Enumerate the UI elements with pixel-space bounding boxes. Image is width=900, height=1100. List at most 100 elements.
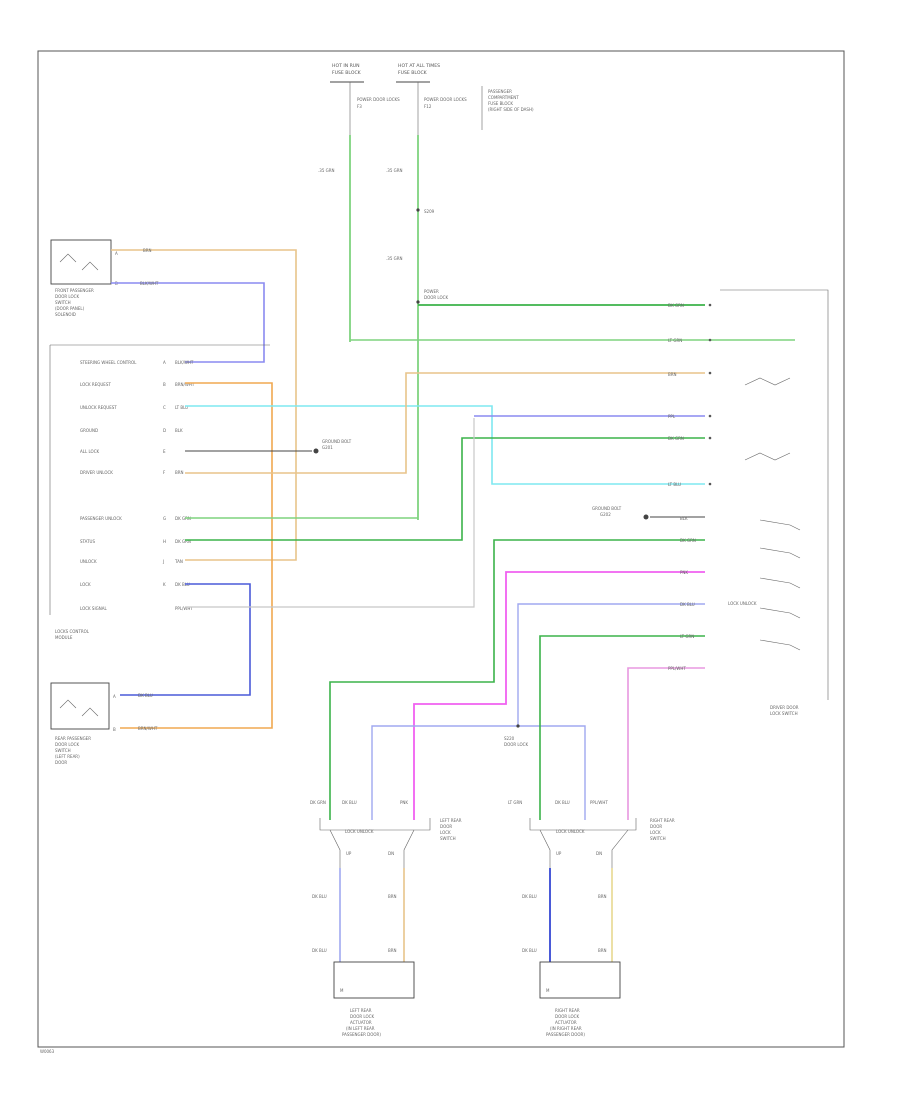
- fuse-right-mid-label: FUSE BLOCK: [398, 70, 428, 76]
- lcm-label-1: STEERING WHEEL CONTROL: [80, 360, 137, 365]
- lcm-wire-1: BLK/WHT: [175, 360, 194, 365]
- left-rear-label-2: DOOR: [440, 824, 452, 829]
- rear-pass-label-1: REAR PASSENGER: [55, 736, 91, 741]
- wire-label-dn-4: LT GRN: [680, 634, 694, 639]
- rr-top-wire-1: LT GRN: [508, 800, 522, 805]
- left-rear-label-3: LOCK: [440, 830, 451, 835]
- right-rear-label-2: DOOR: [650, 824, 662, 829]
- rear-pass-label-5: DOOR: [55, 760, 67, 765]
- ground-bolt-icon-2: [643, 514, 649, 520]
- rr-switch-label: LOCK UNLOCK: [556, 829, 585, 834]
- lcm-label-4: GROUND: [80, 428, 98, 433]
- driver-door-label-2: LOCK SWITCH: [770, 711, 798, 716]
- lcm-label-7: PASSENGER UNLOCK: [80, 516, 122, 521]
- wire-label-r-ltblu: LT BLU: [668, 482, 681, 487]
- rr-actuator-box: [539, 961, 621, 999]
- wire-green-rear-right: [539, 635, 705, 820]
- rr-top-wire-2: DK BLU: [555, 800, 570, 805]
- lr-wire-r2: BRN: [388, 948, 397, 953]
- left-rear-label-1: LEFT REAR: [440, 818, 462, 823]
- wire-label-dkgrn-r1: DK GRN: [668, 303, 684, 308]
- wire-orange-b: [120, 382, 273, 729]
- dds-contact-2: [759, 547, 801, 559]
- dds-contact-5: [759, 639, 801, 651]
- wire-label-dn-5: PPL/WHT: [668, 666, 686, 671]
- splice-dot-3: [516, 724, 520, 728]
- ground-label-1: GROUND BOLT: [322, 439, 352, 444]
- lcm-pin-b: B: [163, 382, 166, 387]
- fuse-left-mid-label: FUSE BLOCK: [332, 70, 362, 76]
- lcm-label-5: ALL LOCK: [80, 449, 99, 454]
- fuse-note-4: (RIGHT SIDE OF DASH): [488, 107, 534, 112]
- lcm-label-9: UNLOCK: [80, 559, 97, 564]
- lr-act-label-4: (IN LEFT REAR: [346, 1026, 375, 1031]
- ground-bolt-icon: [313, 448, 319, 454]
- fuse-left-fuse: POWER DOOR LOCKS: [357, 97, 400, 102]
- lcm-pin-j: J: [162, 559, 164, 564]
- dds-lock-unlock: LOCK UNLOCK: [728, 601, 757, 606]
- wire-green-rear-left: [329, 539, 705, 820]
- wire-tan-front-pass: [111, 249, 297, 561]
- front-pass-label-3: SWITCH: [55, 300, 71, 305]
- rr-switch-arm-1: [539, 829, 551, 868]
- wire-green-h: [185, 437, 705, 541]
- rr-act-label-1: RIGHT REAR: [555, 1008, 580, 1013]
- lr-actuator-box: [333, 961, 415, 999]
- lcm-pin-g: G: [163, 516, 166, 521]
- rr-act-label-5: PASSENGER DOOR): [546, 1032, 585, 1037]
- front-pass-label-2: DOOR LOCK: [55, 294, 79, 299]
- rr-motor-icon: M: [546, 988, 550, 993]
- jb-label-2: DOOR LOCK: [424, 295, 448, 300]
- wire-pink-rear-right: [627, 667, 705, 820]
- dds-pin-3: [708, 371, 712, 375]
- splice-label-3b: DOOR LOCK: [504, 742, 528, 747]
- rr-sw-dn: DN: [596, 851, 602, 856]
- dds-switch-symbol-2: [744, 452, 791, 461]
- dds-pin-2: [708, 338, 712, 342]
- lr-switch-arm-2: [403, 829, 415, 868]
- driver-door-switch-bracket: [720, 289, 829, 700]
- lcm-pin-f: F: [163, 470, 166, 475]
- fuse-right-top-label: HOT AT ALL TIMES: [398, 63, 440, 69]
- rear-pass-switch-symbol-2: [81, 707, 99, 717]
- lr-top-wire-2: DK BLU: [342, 800, 357, 805]
- lcm-wire-2: BRN/WHT: [175, 382, 195, 387]
- lr-switch-arm-1: [329, 829, 341, 868]
- lcm-title-2: MODULE: [55, 635, 73, 640]
- dds-contact-3: [759, 577, 801, 589]
- splice-label-1: S209: [424, 209, 435, 214]
- wire-label-sgn-1: .35 GRN: [318, 168, 335, 173]
- dds-pin-1: [708, 303, 712, 307]
- rr-switch-bracket: [529, 818, 637, 831]
- lr-act-label-1: LEFT REAR: [350, 1008, 372, 1013]
- rr-act-label-2: DOOR LOCK: [555, 1014, 579, 1019]
- wire-label-r-blk: BLK: [680, 516, 688, 521]
- lcm-pin-k: K: [163, 582, 166, 587]
- rr-wire-l2: DK BLU: [522, 948, 537, 953]
- lcm-pin-h: H: [163, 539, 166, 544]
- front-pass-label-5: SOLENOID: [55, 312, 76, 317]
- lcm-wire-9: DK BLU: [175, 582, 190, 587]
- wire-label-dkgrn-r2: LT GRN: [668, 338, 682, 343]
- front-pass-switch-symbol-2: [81, 261, 99, 271]
- wire-tan-e: [185, 372, 705, 474]
- rear-pass-label-4: (LEFT REAR): [55, 754, 80, 759]
- lcm-label-6: DRIVER UNLOCK: [80, 470, 113, 475]
- rear-pass-wire-1: DK BLU: [138, 693, 153, 698]
- lr-sw-up: UP: [346, 851, 352, 856]
- lcm-wire-6: DK GRN: [175, 516, 191, 521]
- lcm-wire-3: LT BLU: [175, 405, 188, 410]
- fuse-right-fuse: POWER DOOR LOCKS: [424, 97, 467, 102]
- dds-contact-1: [759, 519, 801, 531]
- lcm-label-8: STATUS: [80, 539, 95, 544]
- lcm-title-1: LOCKS CONTROL: [55, 629, 90, 634]
- wire-label-dn-2: PNK: [680, 570, 688, 575]
- lr-motor-icon: M: [340, 988, 344, 993]
- front-pass-pin-a: A: [115, 251, 118, 256]
- driver-door-label-1: DRIVER DOOR: [770, 705, 799, 710]
- fuse-left-fuse-num: F3: [357, 104, 362, 109]
- rr-wire-r2: BRN: [598, 948, 607, 953]
- front-passenger-switch-box: [50, 239, 112, 285]
- rr-top-wire-3: PPL/WHT: [590, 800, 608, 805]
